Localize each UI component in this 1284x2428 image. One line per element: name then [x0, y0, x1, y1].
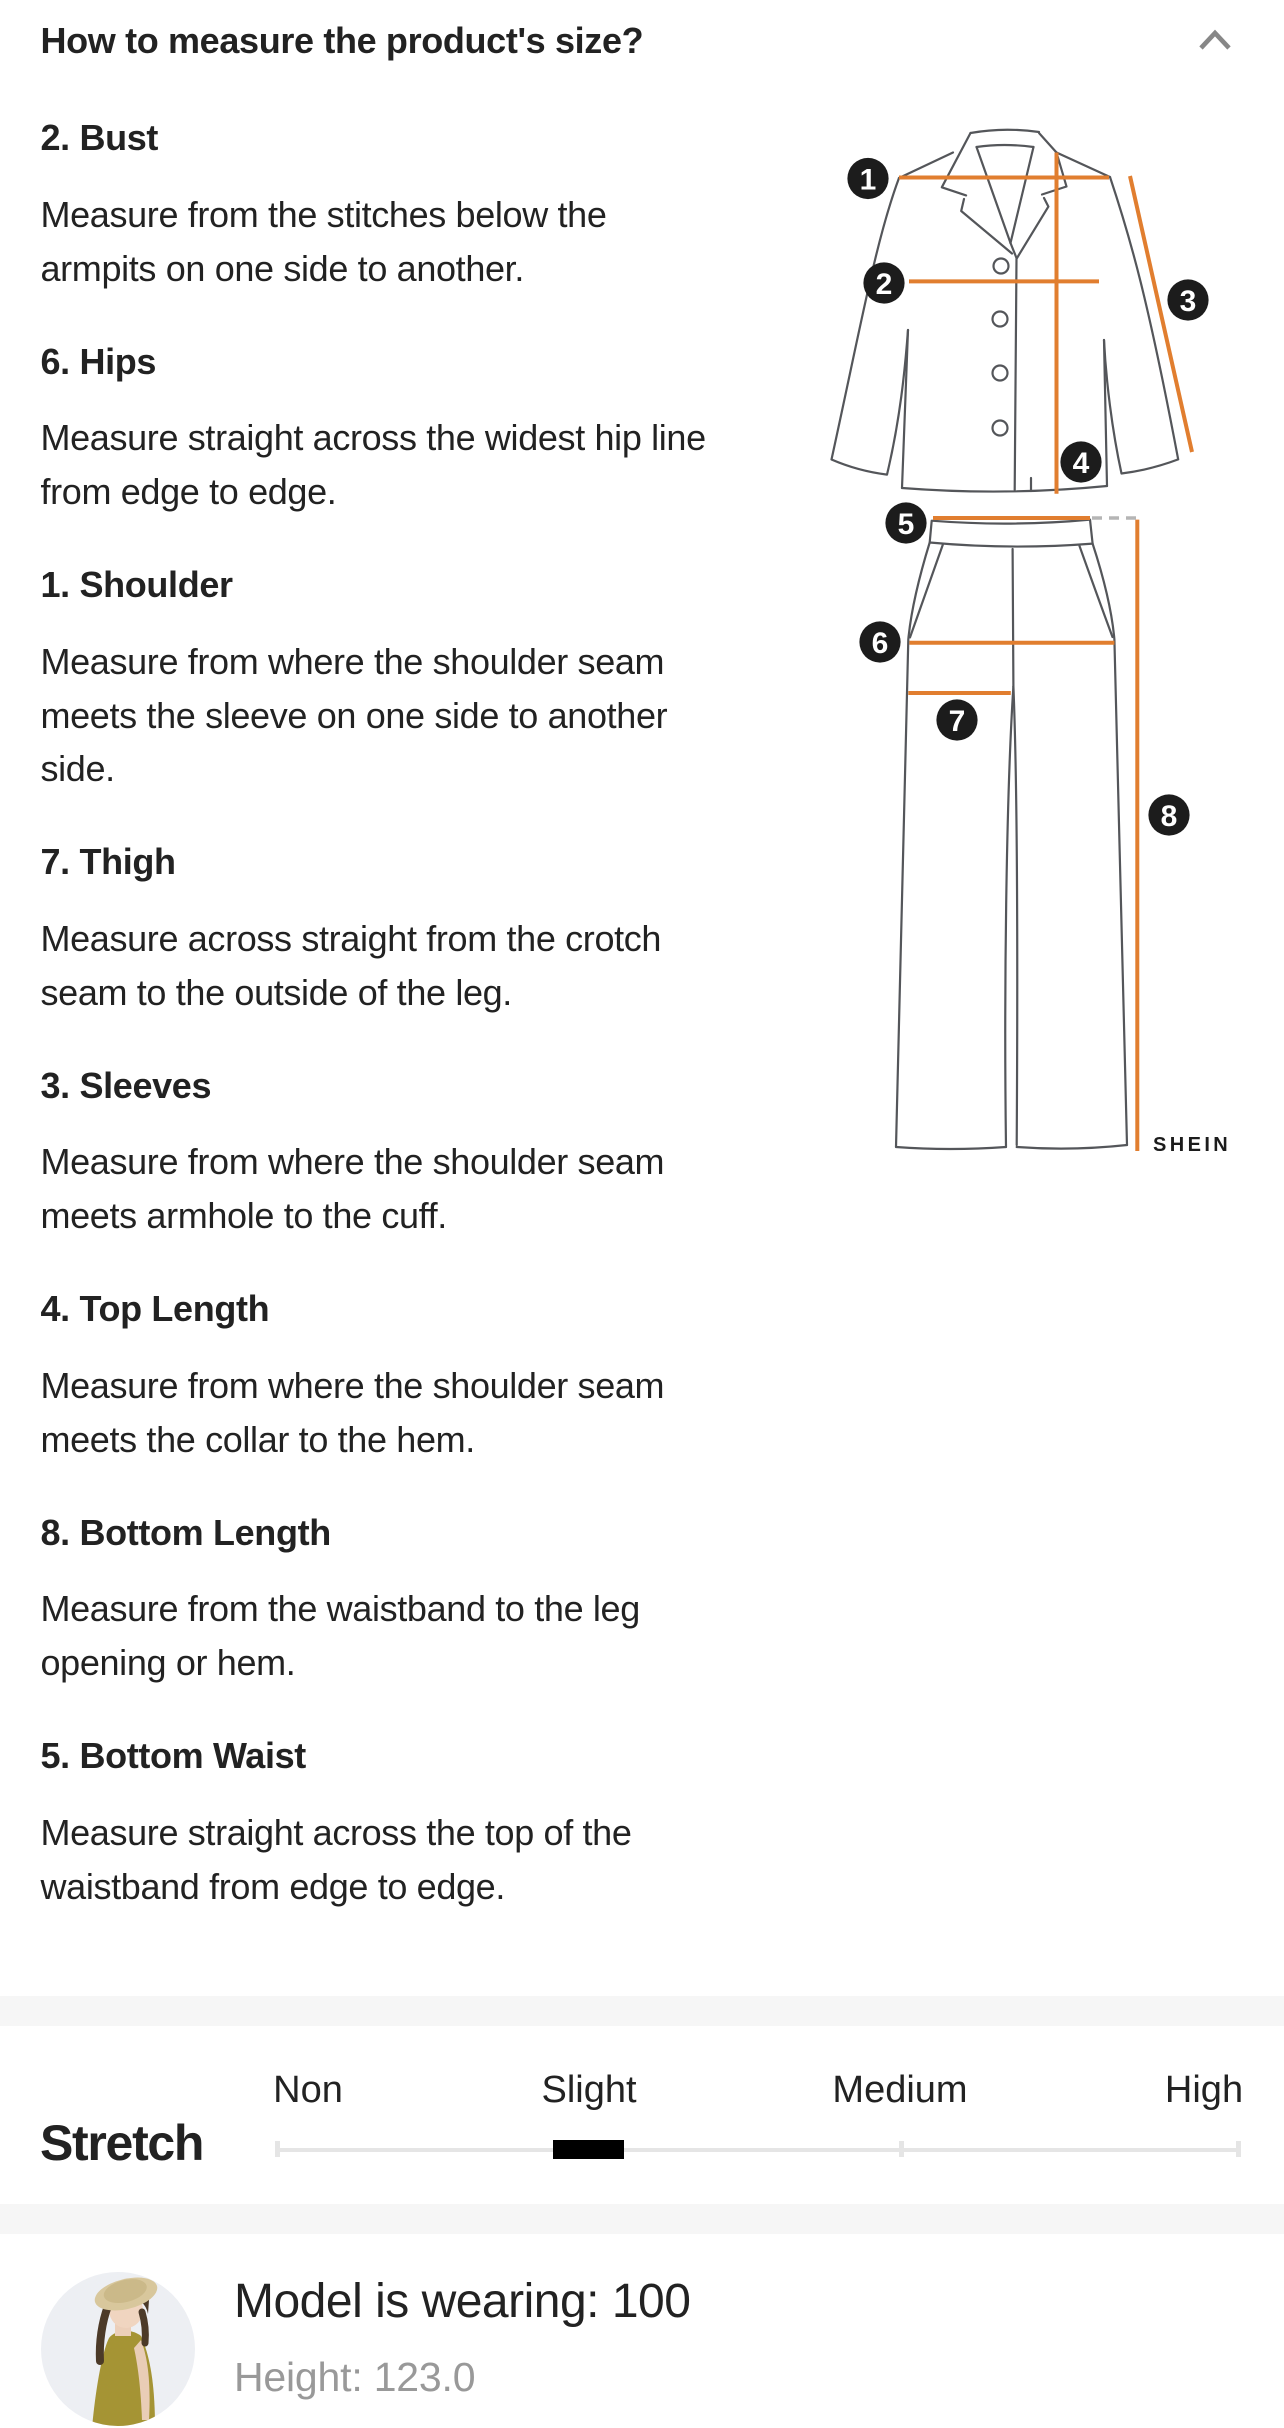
svg-text:6: 6 — [872, 627, 889, 660]
svg-text:4: 4 — [1073, 447, 1090, 480]
svg-text:7: 7 — [949, 705, 966, 738]
svg-text:SHEIN: SHEIN — [1153, 1134, 1231, 1156]
svg-text:1: 1 — [860, 164, 877, 197]
svg-text:5: 5 — [898, 508, 915, 541]
svg-text:8: 8 — [1161, 800, 1178, 833]
svg-text:2: 2 — [876, 268, 893, 301]
svg-text:3: 3 — [1180, 285, 1197, 318]
